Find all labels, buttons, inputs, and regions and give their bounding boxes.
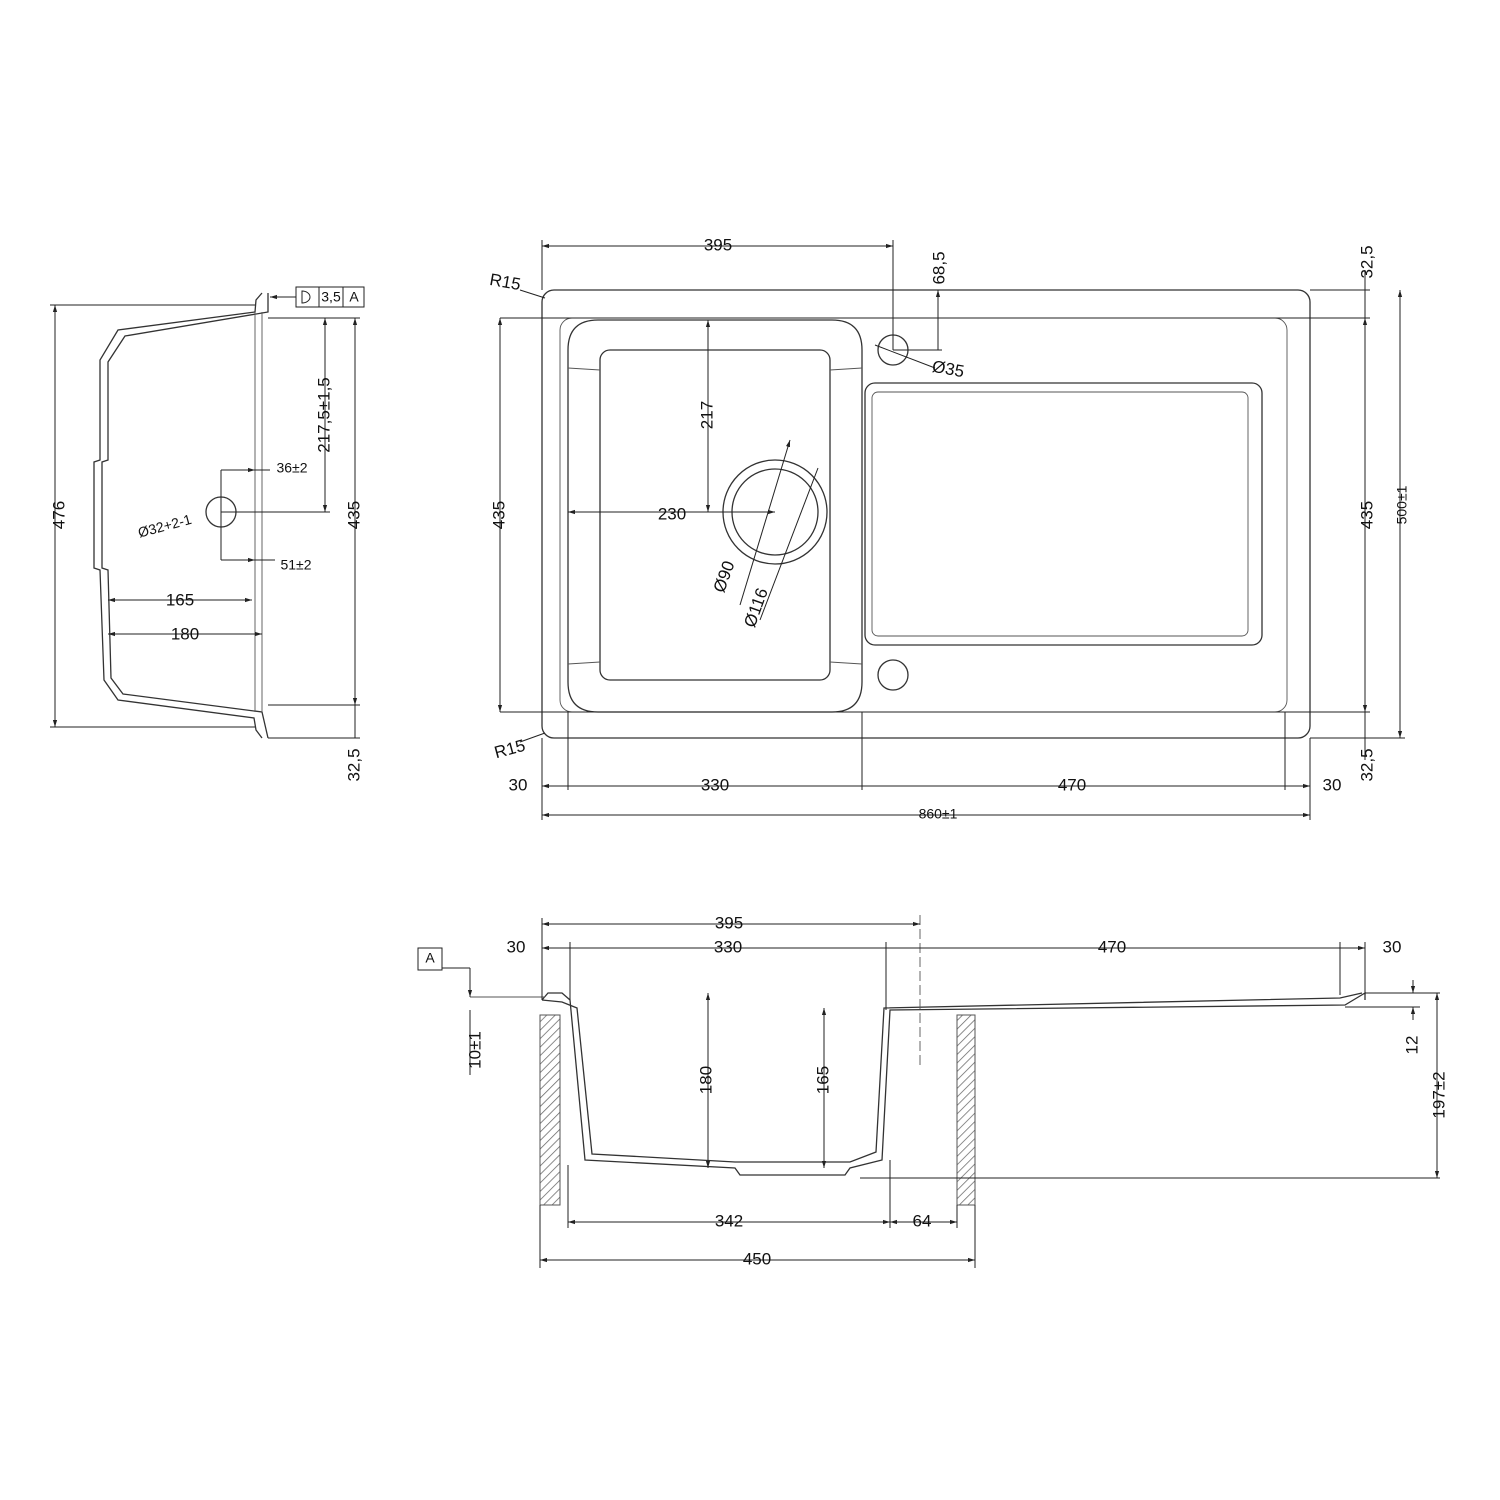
dim-to-tap: 395	[704, 235, 732, 254]
dim-drain-depth: 165	[813, 1066, 832, 1094]
dim-overflow-depth: 51±2	[280, 557, 311, 573]
dim-bottom-rim: 32,5	[1357, 748, 1376, 781]
dim-bowl-length-right: 435	[1357, 501, 1376, 529]
dim-overflow-diameter: Ø32+2-1	[136, 511, 193, 541]
dim-bowl-length: 435	[344, 501, 363, 529]
dim-drainer-height: 12	[1402, 1036, 1421, 1055]
dim-overflow-x: 36±2	[276, 460, 307, 476]
dim-overall-height: 197±2	[1429, 1071, 1448, 1118]
dim-left-margin: 30	[509, 775, 528, 794]
dim-bottom-width: 342	[715, 1211, 743, 1230]
dim-bowl-depth: 180	[696, 1066, 715, 1094]
dim-right-margin: 30	[1383, 937, 1402, 956]
dim-overflow-offset: 217,5±1,5	[314, 377, 333, 453]
dim-bowl-width: 330	[701, 775, 729, 794]
profile-tolerance-icon	[301, 290, 311, 304]
dim-bowl-length-left: 435	[489, 501, 508, 529]
dim-drain-y: 217	[697, 401, 716, 429]
dim-drainer-width: 470	[1058, 775, 1086, 794]
dim-top-rim: 32,5	[1357, 245, 1376, 278]
dim-rim: 32,5	[344, 748, 363, 781]
dim-tap-hole: Ø35	[931, 357, 966, 381]
radius-bottom: R15	[492, 736, 527, 762]
dim-overall-height: 476	[49, 501, 68, 529]
plan-view: 395 68,5 32,5 R15 217 Ø35 435 230 Ø90 Ø1…	[488, 235, 1410, 821]
overflow-hole	[877, 659, 909, 691]
radius-top: R15	[488, 270, 522, 294]
tolerance-datum: A	[349, 289, 359, 305]
dim-drain-gap: 64	[913, 1211, 932, 1230]
dim-rim-height: 10±1	[465, 1031, 484, 1069]
tolerance-value: 3,5	[321, 289, 341, 305]
side-view: 3,5 A 476 435 217,5±1,5 36±2 Ø32+2-1 51±…	[49, 286, 365, 782]
section-view: A 395 30 330 470 30 10±1 180 165 12 197±…	[417, 913, 1448, 1268]
dim-left-margin: 30	[507, 937, 526, 956]
dim-overall-width: 860±1	[919, 806, 958, 822]
dim-cabinet-width: 450	[743, 1249, 771, 1268]
dim-depth-outer: 180	[171, 624, 199, 643]
dim-bowl-width: 330	[714, 937, 742, 956]
datum-label: A	[425, 950, 435, 966]
dim-to-tap: 395	[715, 913, 743, 932]
dim-drain-inner: Ø90	[710, 558, 739, 595]
dim-drain-x: 230	[658, 504, 686, 523]
dim-drainer-width: 470	[1098, 937, 1126, 956]
dim-depth-inner: 165	[166, 590, 194, 609]
dim-tap-offset: 68,5	[929, 251, 948, 284]
dim-right-margin: 30	[1323, 775, 1342, 794]
dim-overall-depth: 500±1	[1394, 485, 1410, 524]
dim-drain-outer: Ø116	[740, 585, 772, 629]
